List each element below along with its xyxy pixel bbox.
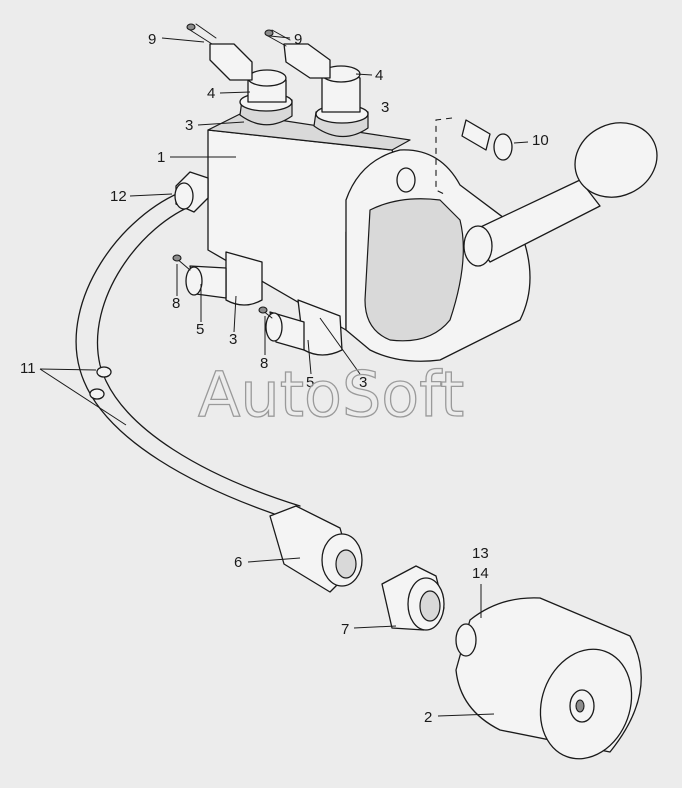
top-fitting-left bbox=[239, 69, 293, 126]
bottom-fitting-left bbox=[172, 251, 263, 306]
callout-9-left: 9 bbox=[148, 31, 156, 48]
callout-4-left: 4 bbox=[207, 85, 215, 102]
callout-8-left: 8 bbox=[172, 295, 180, 312]
hose-clamps bbox=[89, 366, 112, 400]
callout-3-lower-left: 3 bbox=[229, 331, 237, 348]
callout-9-right: 9 bbox=[294, 31, 302, 48]
callout-8-right: 8 bbox=[260, 355, 268, 372]
callout-5-left: 5 bbox=[196, 321, 204, 338]
actuator-cylinder bbox=[455, 597, 642, 760]
callout-13: 13 bbox=[472, 545, 489, 562]
callout-14: 14 bbox=[472, 565, 489, 582]
callout-2: 2 bbox=[424, 709, 432, 726]
callout-6: 6 bbox=[234, 554, 242, 571]
lever-handle bbox=[463, 122, 658, 267]
union-nut bbox=[381, 565, 445, 631]
callout-5-right: 5 bbox=[306, 374, 314, 391]
callout-3-upper-right: 3 bbox=[381, 99, 389, 116]
callout-3-upper-left: 3 bbox=[185, 117, 193, 134]
hose-end-fitting bbox=[269, 505, 363, 593]
bottom-fitting-right bbox=[258, 299, 343, 356]
assembly-line bbox=[435, 117, 453, 195]
lever-housing bbox=[345, 149, 531, 362]
watermark-text: AutoSoft bbox=[198, 358, 464, 431]
callout-1: 1 bbox=[157, 149, 165, 166]
pipe-stub-left bbox=[186, 23, 253, 81]
callout-11: 11 bbox=[20, 360, 36, 377]
callout-12: 12 bbox=[110, 188, 127, 205]
callout-7: 7 bbox=[341, 621, 349, 638]
callout-4-right: 4 bbox=[375, 67, 383, 84]
callout-group: 9 9 4 4 3 3 1 10 12 8 5 3 8 5 3 11 6 bbox=[20, 31, 549, 726]
screw bbox=[461, 119, 513, 161]
side-fitting bbox=[174, 171, 209, 213]
callout-10: 10 bbox=[532, 132, 549, 149]
callout-3-lower-right: 3 bbox=[359, 374, 367, 391]
pipe-stub-right bbox=[264, 29, 331, 79]
